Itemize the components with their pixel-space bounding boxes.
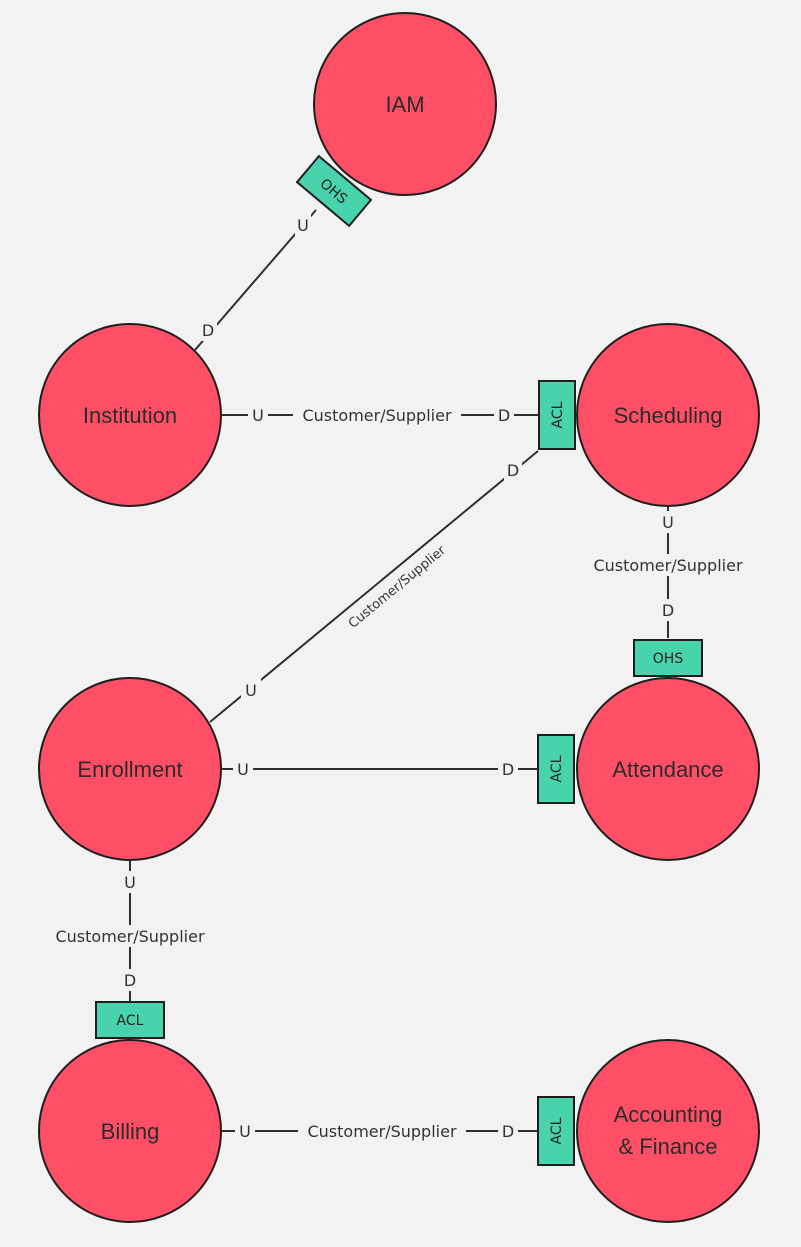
billing-accounting-upstream: U [239,1122,251,1141]
pattern-tag-attendance-ohs: OHS [633,639,703,677]
context-scheduling-label: Scheduling [614,403,723,428]
pattern-tag-scheduling-acl-label: ACL [550,401,566,428]
context-institution[interactable]: Institution [38,323,222,507]
enrollment-billing-upstream: U [124,873,136,892]
context-billing[interactable]: Billing [38,1039,222,1223]
pattern-tag-accounting-acl-label: ACL [549,1117,565,1144]
billing-accounting-label: Customer/Supplier [307,1122,456,1141]
scheduling-attendance-downstream: D [662,601,674,620]
context-iam-label: IAM [385,92,424,117]
pattern-tag-attendance-acl-label: ACL [549,755,565,782]
pattern-tag-attendance-ohs-label: OHS [653,651,684,667]
pattern-tag-attendance-acl: ACL [537,734,575,804]
institution-scheduling-downstream: D [498,406,510,425]
context-accounting-label-line1: Accounting [614,1102,723,1127]
pattern-tag-billing-acl-label: ACL [117,1013,144,1029]
context-enrollment[interactable]: Enrollment [38,677,222,861]
enrollment-scheduling-label: Customer/Supplier [346,543,449,632]
enrollment-billing-label: Customer/Supplier [55,927,204,946]
context-accounting-finance[interactable]: Accounting & Finance [576,1039,760,1223]
context-attendance[interactable]: Attendance [576,677,760,861]
context-enrollment-label: Enrollment [77,757,182,782]
pattern-tag-scheduling-acl: ACL [538,380,576,450]
enrollment-billing-downstream: D [124,971,136,990]
edge-enrollment-scheduling [209,450,539,723]
context-attendance-label: Attendance [612,757,723,782]
institution-scheduling-label: Customer/Supplier [302,406,451,425]
scheduling-attendance-label: Customer/Supplier [593,556,742,575]
scheduling-attendance-upstream: U [662,513,674,532]
billing-accounting-downstream: D [502,1122,514,1141]
context-accounting-label-line2: & Finance [618,1134,717,1159]
institution-scheduling-upstream: U [252,406,264,425]
pattern-tag-accounting-acl: ACL [537,1096,575,1166]
pattern-tag-iam-ohs: OHS [295,154,373,228]
enrollment-scheduling-upstream: U [245,681,257,700]
enrollment-attendance-upstream: U [237,760,249,779]
pattern-tag-billing-acl: ACL [95,1001,165,1039]
context-iam[interactable]: IAM [313,12,497,196]
context-institution-label: Institution [83,403,177,428]
context-billing-label: Billing [101,1119,160,1144]
enrollment-attendance-downstream: D [502,760,514,779]
enrollment-scheduling-downstream: D [507,461,519,480]
iam-institution-upstream: U [297,216,309,235]
iam-institution-downstream: D [202,321,214,340]
context-scheduling[interactable]: Scheduling [576,323,760,507]
